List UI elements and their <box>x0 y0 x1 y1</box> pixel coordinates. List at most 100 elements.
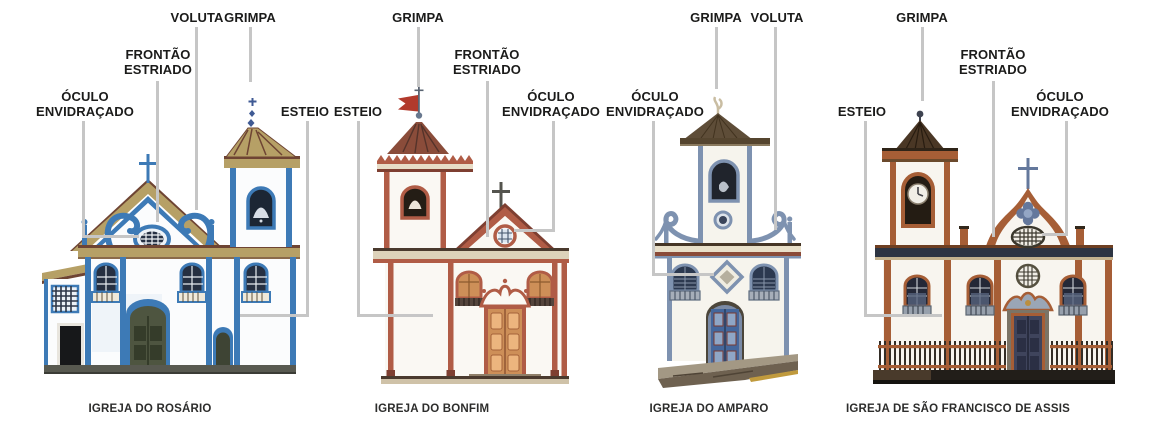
leader-line-oculo-1-h <box>82 235 139 238</box>
spire <box>387 122 449 154</box>
bell-tower <box>384 172 446 250</box>
pilaster <box>784 258 789 361</box>
entablature <box>373 248 569 263</box>
caption-amparo: IGREJA DO AMPARO <box>649 403 769 415</box>
leader-line-grimpa-1 <box>249 27 252 82</box>
label-grimpa-4: GRIMPA <box>896 10 948 25</box>
annex-door <box>57 323 84 368</box>
cross-icon <box>492 182 510 212</box>
church-illustration-sao-francisco <box>873 110 1115 384</box>
label-grimpa-1: GRIMPA <box>224 10 276 25</box>
cornice <box>78 245 300 259</box>
leader-line-grimpa-4 <box>921 27 924 101</box>
window <box>526 270 554 306</box>
round-window <box>713 210 733 230</box>
window <box>965 274 995 316</box>
leader-line-oculo-3-h <box>652 273 714 276</box>
grimpa-finial <box>916 110 924 122</box>
cross-icon <box>1018 158 1038 189</box>
bell-window <box>246 186 276 230</box>
leader-line-esteio-1-v <box>306 121 309 317</box>
leader-line-oculo-2-h <box>514 229 555 232</box>
church-illustration-rosario <box>42 98 300 374</box>
grimpa-finial <box>247 98 257 127</box>
side-door <box>213 327 233 368</box>
window <box>177 262 207 303</box>
quatrefoil-window <box>1016 201 1040 226</box>
label-esteio-4: ESTEIO <box>837 104 887 119</box>
main-door <box>126 299 170 368</box>
oculo-window <box>709 259 745 295</box>
leader-line-voluta-1 <box>195 27 198 210</box>
church-illustration-bonfim <box>373 86 569 384</box>
leader-line-oculo-2-v <box>552 121 555 232</box>
pilaster <box>667 258 672 361</box>
leader-line-oculo-4-v <box>1065 121 1068 236</box>
leader-line-esteio-4-v <box>864 121 867 317</box>
leader-line-grimpa-3 <box>715 27 718 89</box>
leader-line-esteio-4-h <box>864 314 942 317</box>
caption-sao-francisco: IGREJA DE SÃO FRANCISCO DE ASSIS <box>845 403 1071 415</box>
caption-bonfim: IGREJA DO BONFIM <box>374 403 490 415</box>
label-esteio-2: ESTEIO <box>333 104 383 119</box>
leader-line-frontao-4 <box>992 81 995 237</box>
columns <box>386 263 567 376</box>
bell-window <box>708 159 740 203</box>
pinnacle <box>663 216 793 243</box>
window <box>902 274 932 316</box>
leader-line-oculo-1-v <box>82 121 85 238</box>
pinnacle <box>959 226 1085 246</box>
grimpa-finial <box>713 96 723 125</box>
annex <box>42 264 88 368</box>
base <box>44 365 296 374</box>
window <box>748 263 780 301</box>
window <box>1058 274 1088 316</box>
spire <box>680 113 770 146</box>
label-esteio-1: ESTEIO <box>280 104 330 119</box>
leader-line-frontao-2 <box>486 81 489 237</box>
tower-cornice <box>377 155 473 172</box>
label-grimpa-2: GRIMPA <box>392 10 444 25</box>
window <box>455 270 483 306</box>
base <box>381 376 569 384</box>
bell-tower <box>224 98 300 247</box>
cornice <box>655 243 801 259</box>
clock-tower <box>890 162 950 245</box>
leader-line-esteio-2-v <box>357 121 360 317</box>
round-grid-window <box>1015 263 1041 289</box>
oculo-window <box>493 224 517 248</box>
label-grimpa-3: GRIMPA <box>690 10 742 25</box>
window <box>669 263 701 301</box>
street <box>658 354 798 388</box>
base <box>873 370 1115 384</box>
portal <box>478 278 532 376</box>
leader-line-voluta-3 <box>774 27 777 230</box>
window <box>241 262 271 303</box>
oculo-window <box>1010 225 1046 249</box>
bell-window <box>400 185 430 220</box>
label-voluta-3: VOLUTA <box>750 10 804 25</box>
window <box>91 262 121 303</box>
spire <box>882 120 958 162</box>
leader-line-oculo-3-v <box>652 121 655 276</box>
weathervane-icon <box>398 86 424 119</box>
church-illustration-amparo <box>654 96 801 388</box>
clock-icon <box>907 183 929 205</box>
leader-line-esteio-1-h <box>240 314 309 317</box>
leader-line-esteio-2-h <box>357 314 433 317</box>
pilasters <box>85 257 296 368</box>
cross-icon <box>139 154 157 183</box>
caption-rosario: IGREJA DO ROSÁRIO <box>88 403 212 415</box>
leader-line-grimpa-2 <box>417 27 420 87</box>
main-door <box>706 301 744 367</box>
lattice-window <box>50 284 80 314</box>
label-voluta-1: VOLUTA <box>170 10 224 25</box>
entablature <box>875 245 1113 260</box>
bell-tower <box>698 146 752 243</box>
